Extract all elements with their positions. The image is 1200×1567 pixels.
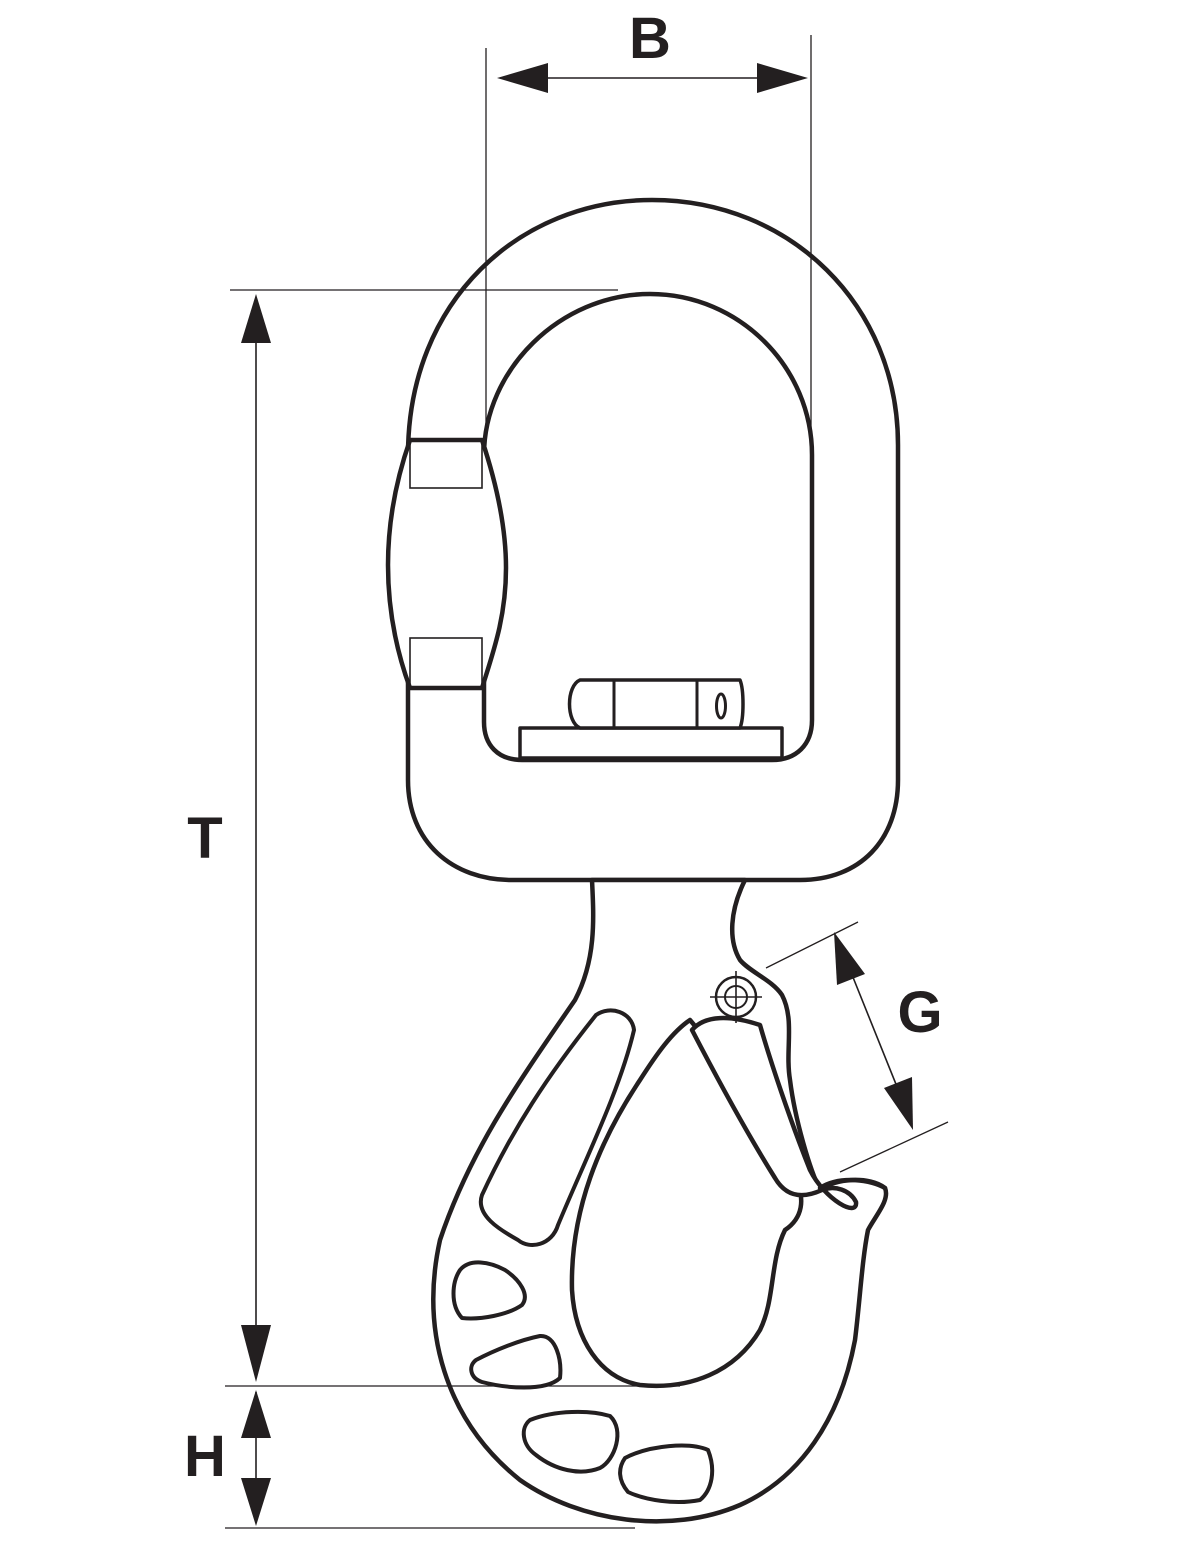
latch-outline [689, 1015, 859, 1211]
swivel-collar [385, 437, 509, 691]
safety-latch [689, 971, 888, 1211]
dim-b-arrow-left [497, 63, 548, 93]
dim-h-arrow-top [241, 1390, 271, 1438]
cutout-long-slot [478, 1008, 636, 1247]
dim-g-ext-top [765, 921, 859, 969]
dim-g-ext-bottom [839, 1121, 949, 1173]
cutout-1 [451, 1260, 527, 1321]
dim-t-arrow-top [241, 294, 271, 343]
pivot-pin-icon [710, 971, 762, 1023]
base-plate [518, 726, 784, 760]
dim-g-arrow-bottom [884, 1077, 913, 1130]
dim-g-arrow-top [834, 932, 865, 985]
dimension-h: H [184, 1390, 635, 1529]
collar-ring-bottom [409, 637, 483, 689]
dim-g-label: G [897, 980, 942, 1045]
collar-ring-top [409, 439, 483, 489]
dim-h-arrow-bottom [241, 1478, 271, 1526]
eye-inner-opening [481, 291, 815, 763]
cutout-2 [469, 1334, 563, 1390]
hook-body [431, 877, 889, 1524]
dimension-t: T [187, 289, 680, 1387]
dim-b-label: B [629, 6, 671, 71]
cutout-3 [521, 1409, 620, 1474]
cutout-4 [618, 1443, 715, 1504]
dim-t-arrow-bottom [241, 1325, 271, 1382]
latch-tip [817, 1177, 888, 1191]
dimension-b: B [485, 6, 812, 440]
swivel-eye [385, 197, 901, 883]
dim-b-arrow-right [757, 63, 808, 93]
dim-h-label: H [184, 1424, 226, 1489]
dimension-g: G [765, 921, 949, 1173]
nut-pin-hole [715, 692, 727, 720]
dim-t-label: T [187, 806, 222, 871]
